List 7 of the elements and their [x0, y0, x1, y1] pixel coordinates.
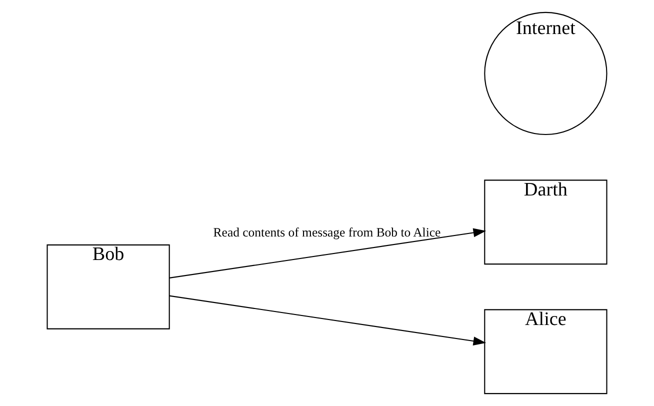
- arrow: [169, 228, 486, 278]
- edge-label: Read contents of message from Bob to Alice: [213, 226, 441, 240]
- node-box: Bob: [46, 244, 170, 330]
- arrow: [169, 295, 486, 346]
- node-box: Alice: [484, 309, 608, 394]
- node-box: Darth: [484, 180, 608, 265]
- node-circle: Internet: [484, 12, 608, 136]
